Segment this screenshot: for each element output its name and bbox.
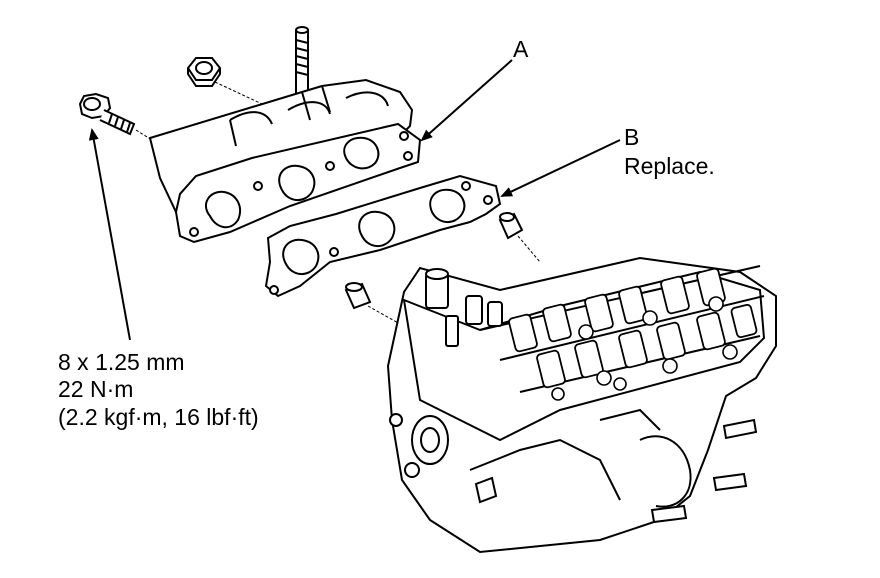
leader-line-bolt — [88, 128, 131, 341]
bolt-size-spec: 8 x 1.25 mm — [58, 349, 185, 375]
bolt-torque-nm: 22 N·m — [58, 376, 134, 402]
nut-icon — [186, 57, 263, 105]
callout-note-replace: Replace. — [624, 153, 715, 179]
bolt-icon — [78, 92, 153, 141]
bolt-torque-alt: (2.2 kgf·m, 16 lbf·ft) — [58, 404, 259, 430]
intake-manifold-part-a — [148, 78, 422, 244]
dowel-pin-icon — [344, 212, 541, 325]
leader-line-b — [500, 139, 621, 197]
stud-icon — [295, 26, 309, 101]
callout-letter-a: A — [513, 36, 529, 62]
callout-letter-b: B — [624, 124, 640, 150]
leader-lines — [88, 59, 621, 341]
leader-line-a — [420, 59, 513, 142]
gasket-part-b — [264, 174, 502, 298]
cylinder-head — [386, 256, 777, 554]
